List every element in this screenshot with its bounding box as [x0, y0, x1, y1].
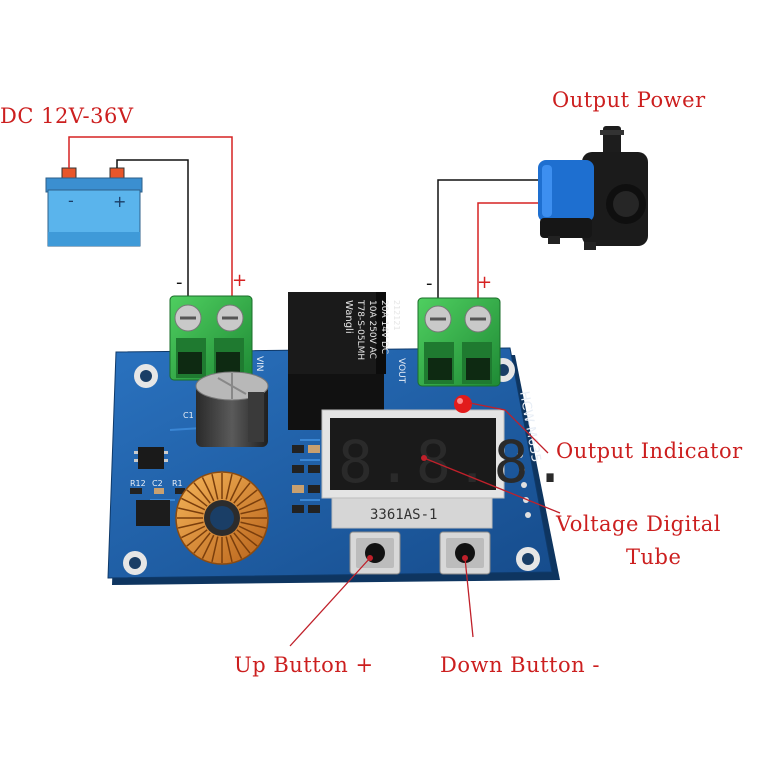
coil-winding — [236, 489, 258, 507]
output-terminal-block — [417, 297, 501, 387]
electrolytic-capacitor — [195, 371, 269, 447]
wire-output-positive — [477, 202, 538, 306]
label-down-button: Down Button - — [440, 653, 600, 677]
down-button[interactable] — [439, 531, 491, 575]
battery-icon — [45, 167, 143, 247]
label-output-power: Output Power — [552, 88, 706, 112]
silkscreen-r12: R12 — [130, 479, 146, 488]
label-output-indicator: Output Indicator — [556, 439, 743, 463]
label-voltage-tube-line1: Voltage Digital — [556, 512, 721, 536]
silkscreen-c1: C1 — [183, 411, 194, 420]
relay-rating-ac: 10A 250V AC — [367, 300, 377, 359]
callout-line-up — [289, 557, 371, 647]
silkscreen-c2: C2 — [152, 479, 163, 488]
coil-winding — [229, 534, 243, 559]
callout-dot-up — [367, 555, 373, 561]
display-digits: 8.8.8. — [338, 428, 572, 496]
coil-winding — [186, 529, 208, 547]
output-plus-sign: + — [477, 272, 493, 293]
coil-winding — [201, 534, 215, 559]
output-minus-sign: - — [426, 273, 433, 294]
coil-winding — [225, 536, 233, 563]
coil-winding — [211, 473, 219, 500]
wire-input-positive — [68, 136, 233, 302]
relay-date-code: 212121 — [392, 300, 401, 331]
vout-label: VOUT — [396, 358, 406, 384]
relay-label: Wangli T78-S-05LMH 10A 250V AC 20A 14V D… — [343, 299, 401, 360]
coil-winding — [240, 507, 267, 515]
coil-winding — [233, 482, 251, 504]
relay-model: T78-S-05LMH — [355, 299, 365, 360]
wire-output-negative — [437, 179, 538, 304]
label-voltage-tube-line2: Tube — [626, 545, 682, 569]
voltage-digital-tube — [321, 409, 505, 529]
coil-winding — [236, 529, 258, 547]
relay-component — [288, 292, 386, 430]
input-minus-sign: - — [176, 272, 183, 293]
coil-winding — [177, 521, 204, 529]
coil-winding — [238, 497, 263, 511]
coil-winding — [240, 521, 267, 529]
coil-winding — [233, 532, 251, 554]
battery-plus-sign: + — [113, 192, 126, 211]
wire-input-negative — [116, 159, 189, 302]
output-indicator-led — [454, 395, 472, 413]
coil-winding — [177, 507, 204, 515]
coil-winding — [181, 525, 206, 539]
coil-winding — [181, 497, 206, 511]
callout-line-tube — [423, 457, 561, 514]
silkscreen-r1: R1 — [172, 479, 183, 488]
coil-winding — [186, 489, 208, 507]
coil-winding — [193, 532, 211, 554]
callout-line-indicator — [469, 402, 549, 454]
coil-winding — [238, 525, 263, 539]
water-pump-icon — [538, 126, 648, 250]
input-plus-sign: + — [232, 270, 248, 291]
vin-label: VIN — [254, 356, 264, 372]
relay-brand: Wangli — [343, 300, 354, 334]
callout-dot-tube — [421, 455, 427, 461]
coil-winding — [201, 477, 215, 502]
battery-minus-sign: - — [68, 191, 74, 210]
callout-dot-down — [462, 555, 468, 561]
callout-line-down — [464, 557, 474, 638]
label-dc-input: DC 12V-36V — [0, 104, 134, 128]
input-terminal-block — [169, 295, 253, 381]
up-button[interactable] — [349, 531, 401, 575]
coil-winding — [229, 477, 243, 502]
toroid-inductor — [175, 471, 269, 565]
label-up-button: Up Button + — [234, 653, 374, 677]
coil-winding — [211, 536, 219, 563]
display-part-number: 3361AS-1 — [370, 507, 437, 523]
smd-components — [130, 445, 320, 526]
coil-winding — [193, 482, 211, 504]
relay-rating-dc: 20A 14V DC — [379, 300, 389, 354]
coil-winding — [225, 473, 233, 500]
